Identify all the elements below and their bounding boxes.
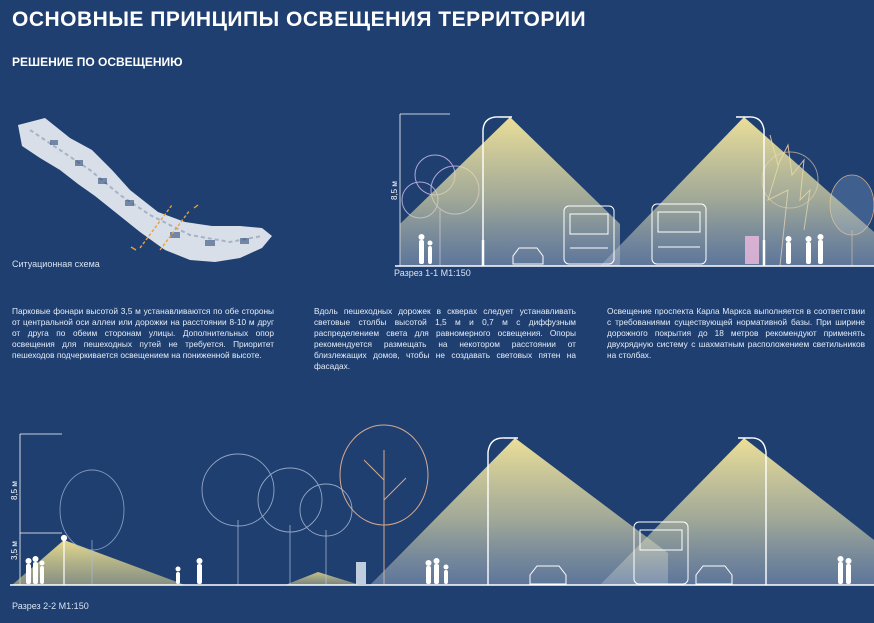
text-avenue-lighting: Освещение проспекта Карла Маркса выполня… <box>607 306 865 360</box>
park-lamp-2-2 <box>60 534 68 585</box>
height-label-1-1: 8,5 м <box>390 181 399 200</box>
section-1-1: 8,5 м <box>390 113 874 267</box>
section-2-2-caption: Разрез 2-2 М1:150 <box>12 601 89 611</box>
car-2-2a <box>529 565 567 585</box>
lamp-pole-2 <box>736 116 766 266</box>
map-street-shape <box>18 118 272 262</box>
bus-front-2 <box>651 203 707 265</box>
tree-autumn-2-2 <box>339 424 429 585</box>
bush-1-1 <box>745 236 759 264</box>
page-title: ОСНОВНЫЕ ПРИНЦИПЫ ОСВЕЩЕНИЯ ТЕРРИТОРИИ <box>12 8 587 31</box>
map-caption: Ситуационная схема <box>12 259 100 269</box>
bush-2-2 <box>356 562 366 584</box>
section-2-2: 8,5 м 3,5 м <box>10 424 874 586</box>
light-cone-2 <box>600 117 874 266</box>
light-cone-1 <box>400 117 620 266</box>
map-blocks <box>50 140 249 246</box>
height-label-low-2-2: 3,5 м <box>10 541 19 560</box>
lamp-pole-4 <box>738 437 767 585</box>
text-pedestrian-lamps: Вдоль пешеходных дорожек в скверах следу… <box>314 306 576 371</box>
tree-left-2-2 <box>59 469 125 585</box>
light-mound-park <box>12 540 185 585</box>
light-cone-3 <box>370 438 668 585</box>
car-2-2b <box>695 565 733 585</box>
pedestrians-2-2 <box>25 556 852 584</box>
bus-front-1 <box>563 205 615 265</box>
section-1-1-caption: Разрез 1-1 М1:150 <box>394 268 471 278</box>
lamp-pole-3 <box>487 437 518 585</box>
light-mound-small <box>285 572 360 585</box>
bus-front-3 <box>633 521 689 585</box>
height-label-high-2-2: 8,5 м <box>10 481 19 500</box>
map-section-marks <box>130 204 199 251</box>
trees-park-2-2 <box>201 453 353 585</box>
map-street-detail <box>29 129 263 244</box>
lamp-pole-1 <box>481 116 512 266</box>
pedestrians-1-1 <box>418 234 824 264</box>
text-park-lamps: Парковые фонари высотой 3,5 м устанавлив… <box>12 306 274 360</box>
situation-map <box>18 118 272 262</box>
section-subtitle: РЕШЕНИЕ ПО ОСВЕЩЕНИЮ <box>12 55 183 69</box>
light-cone-4 <box>600 438 874 585</box>
car-1-1 <box>512 247 544 265</box>
